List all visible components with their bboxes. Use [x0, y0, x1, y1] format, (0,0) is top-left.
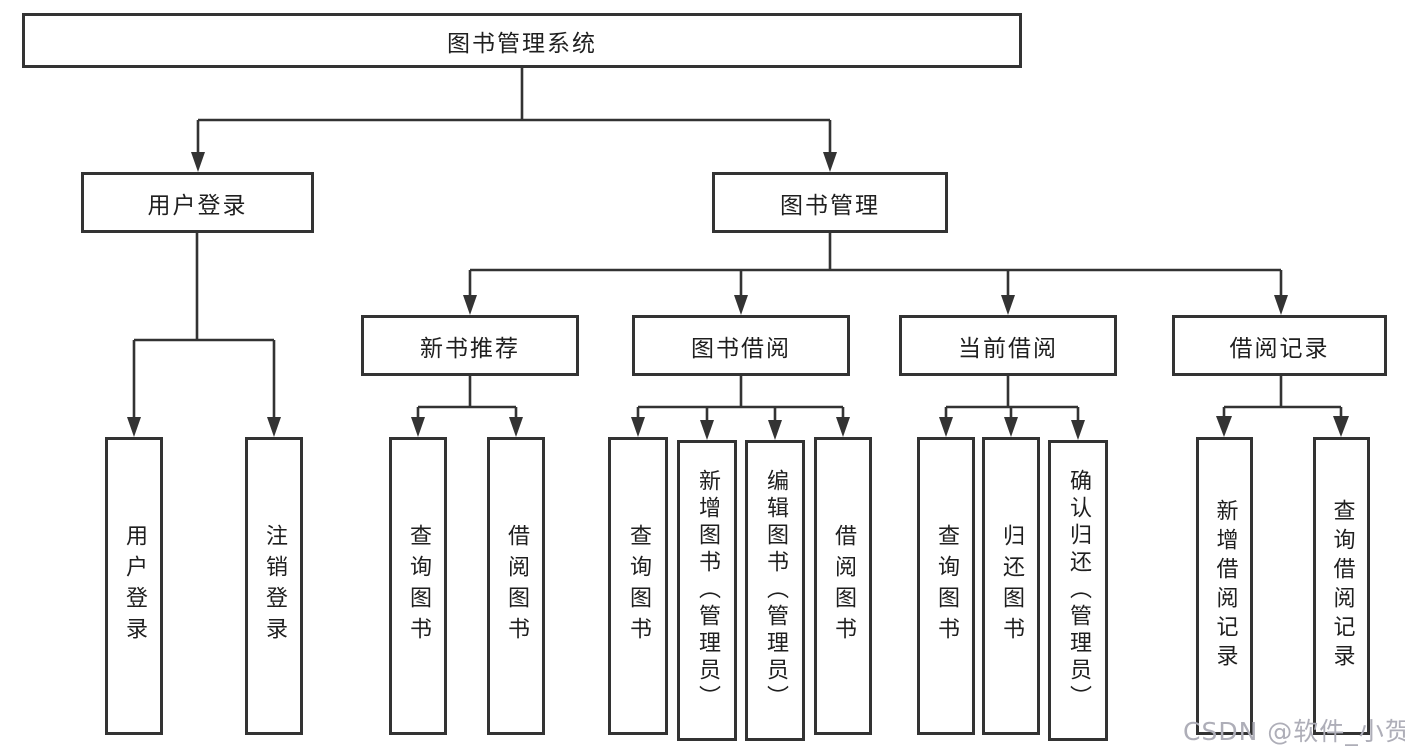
- node-leaf-bor-edit-books-label: 编辑图书（管理员）: [763, 469, 788, 712]
- node-leaf-cur-confirm-return-label: 确认归还（管理员）: [1066, 469, 1091, 712]
- connector-root-to-level1: [196, 68, 832, 156]
- node-new-book-recommend-label: 新书推荐: [420, 335, 520, 362]
- connector-borrow-to-leaves: [636, 376, 845, 424]
- node-leaf-user-login: 用户登录: [105, 437, 163, 735]
- node-current-borrow: 当前借阅: [899, 315, 1117, 376]
- arrow-icon: [768, 420, 782, 440]
- connector-current-to-leaves: [944, 376, 1080, 424]
- arrow-icon: [631, 417, 645, 437]
- arrow-icon: [1274, 295, 1288, 315]
- node-current-borrow-label: 当前借阅: [958, 335, 1058, 362]
- node-book-borrow: 图书借阅: [632, 315, 850, 376]
- node-root-label: 图书管理系统: [447, 30, 597, 57]
- node-borrow-records: 借阅记录: [1172, 315, 1387, 376]
- node-leaf-cur-return-books: 归还图书: [982, 437, 1040, 735]
- node-leaf-bor-borrow-books-label: 借阅图书: [831, 524, 856, 648]
- connector-newrec-to-leaves: [416, 376, 518, 421]
- arrow-icon: [463, 295, 477, 315]
- node-leaf-cur-query-books: 查询图书: [917, 437, 975, 735]
- node-leaf-bor-add-books-label: 新增图书（管理员）: [695, 469, 720, 712]
- node-leaf-logout: 注销登录: [245, 437, 303, 735]
- node-leaf-bor-add-books: 新增图书（管理员）: [677, 440, 737, 741]
- arrow-icon: [1004, 417, 1018, 437]
- node-leaf-add-borrow-record: 新增借阅记录: [1196, 437, 1253, 735]
- watermark: CSDN @软件_小贺同学: [1183, 717, 1405, 746]
- arrow-icon: [509, 417, 523, 437]
- connector-records-to-leaves: [1222, 376, 1343, 421]
- arrow-icon: [734, 295, 748, 315]
- arrow-icon: [127, 417, 141, 437]
- node-root: 图书管理系统: [22, 13, 1022, 68]
- node-book-management: 图书管理: [712, 172, 948, 233]
- arrow-icon: [267, 417, 281, 437]
- node-leaf-cur-confirm-return: 确认归还（管理员）: [1048, 440, 1108, 741]
- node-book-borrow-label: 图书借阅: [691, 335, 791, 362]
- node-book-management-label: 图书管理: [780, 192, 880, 219]
- node-leaf-cur-return-books-label: 归还图书: [999, 524, 1024, 648]
- arrow-icon: [1216, 416, 1232, 437]
- node-leaf-rec-borrow-books: 借阅图书: [487, 437, 545, 735]
- node-leaf-logout-label: 注销登录: [262, 524, 287, 648]
- node-borrow-records-label: 借阅记录: [1229, 335, 1330, 362]
- node-leaf-user-login-label: 用户登录: [122, 524, 147, 648]
- connector-bookmgmt-to-level2: [468, 233, 1283, 299]
- node-leaf-bor-query-books: 查询图书: [608, 437, 668, 735]
- connector-userlogin-to-leaves: [132, 233, 276, 421]
- arrow-icon: [1001, 295, 1015, 315]
- node-user-login-label: 用户登录: [147, 192, 248, 219]
- arrow-icon: [191, 152, 205, 172]
- node-leaf-rec-borrow-books-label: 借阅图书: [504, 524, 529, 648]
- arrow-icon: [1333, 416, 1349, 437]
- node-leaf-rec-query-books: 查询图书: [389, 437, 447, 735]
- node-leaf-add-borrow-record-label: 新增借阅记录: [1212, 499, 1238, 673]
- node-leaf-bor-borrow-books: 借阅图书: [814, 437, 872, 735]
- arrow-icon: [700, 420, 714, 440]
- arrow-icon: [836, 417, 850, 437]
- node-leaf-rec-query-books-label: 查询图书: [406, 524, 431, 648]
- node-leaf-query-borrow-record: 查询借阅记录: [1313, 437, 1370, 735]
- arrow-icon: [411, 417, 425, 437]
- node-leaf-query-borrow-record-label: 查询借阅记录: [1329, 499, 1355, 673]
- node-leaf-bor-edit-books: 编辑图书（管理员）: [745, 440, 805, 741]
- node-leaf-bor-query-books-label: 查询图书: [626, 524, 651, 648]
- node-user-login: 用户登录: [81, 172, 314, 233]
- arrow-icon: [1071, 420, 1085, 440]
- node-new-book-recommend: 新书推荐: [361, 315, 579, 376]
- arrowheads: [127, 152, 1349, 440]
- arrow-icon: [939, 417, 953, 437]
- arrow-icon: [823, 152, 837, 172]
- node-leaf-cur-query-books-label: 查询图书: [934, 524, 959, 648]
